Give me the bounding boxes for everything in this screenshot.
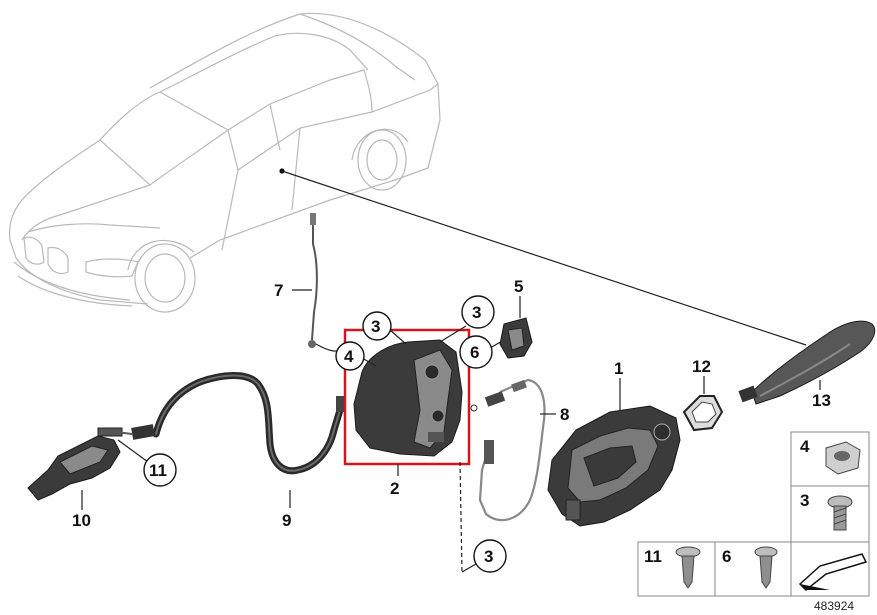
callout-3-top-right: 3: [472, 303, 481, 322]
label-part-12: 12: [692, 357, 711, 376]
label-part-8: 8: [560, 405, 569, 424]
label-part-2: 2: [390, 479, 399, 498]
part-8-cable: [478, 378, 546, 522]
label-part-7: 7: [274, 281, 283, 300]
label-part-13: 13: [812, 391, 831, 410]
label-part-5: 5: [514, 277, 523, 296]
diagram-number: 483924: [814, 599, 854, 613]
legend-item-3: 3: [800, 491, 809, 510]
legend-panels: 4 3 11 6: [637, 431, 870, 597]
callout-6: 6: [470, 343, 479, 362]
callout-3-bottom: 3: [484, 547, 493, 566]
part-1-handle-carrier: [547, 405, 681, 527]
callout-11: 11: [149, 461, 167, 480]
part-5-striker: [499, 317, 533, 359]
legend-item-4: 4: [800, 437, 810, 456]
callout-3-top-left: 3: [371, 317, 380, 336]
car-outline: [8, 12, 441, 313]
label-part-9: 9: [282, 511, 291, 530]
legend-item-6: 6: [722, 547, 731, 566]
part-12-gasket: [682, 395, 724, 432]
callout-4: 4: [344, 347, 354, 366]
part-9-cable: [99, 372, 344, 475]
car-pointer-line: [281, 170, 807, 346]
part-7-rod: [308, 213, 318, 348]
legend-item-11: 11: [644, 547, 662, 566]
label-part-10: 10: [72, 511, 91, 530]
callout-11-circle: [143, 453, 177, 487]
highlight-box: [343, 328, 471, 466]
label-part-1: 1: [614, 359, 623, 378]
part-13-outer-handle: [738, 320, 876, 405]
part-2-door-lock: [353, 339, 463, 457]
part-10-inner-handle: [27, 427, 123, 501]
